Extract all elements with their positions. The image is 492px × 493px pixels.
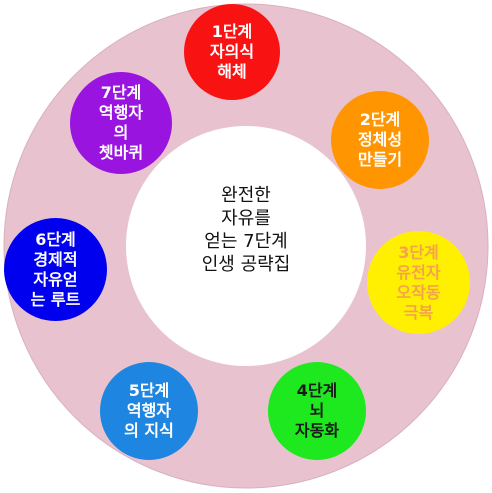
step-3-circle: 3단계 유전자 오작동 극복 — [367, 231, 470, 334]
step-label: 2단계 — [359, 110, 401, 129]
step-label: 극복 — [403, 302, 434, 322]
step-label: 4단계 — [296, 381, 338, 400]
step-label: 만들기 — [357, 150, 403, 169]
center-title-line: 얻는 7단계 — [204, 231, 288, 252]
step-label: 역행자 — [126, 401, 172, 420]
step-label: 는 루트 — [30, 289, 81, 309]
step-5-circle: 5단계 역행자 의 지식 — [100, 362, 198, 460]
step-label: 쳇바퀴 — [98, 143, 144, 162]
step-label: 뇌 — [309, 401, 325, 420]
step-label: 의 지식 — [124, 421, 174, 440]
step-4-circle: 4단계 뇌 자동화 — [268, 362, 366, 460]
step-label: 경제적 — [33, 249, 78, 269]
step-label: 6단계 — [35, 229, 76, 249]
step-label: 7단계 — [100, 83, 142, 102]
step-7-circle: 7단계 역행자 의 쳇바퀴 — [70, 72, 172, 174]
step-label: 해체 — [217, 62, 247, 81]
step-label: 5단계 — [128, 381, 170, 400]
inner-circle — [126, 126, 366, 366]
center-title: 완전한 자유를 얻는 7단계 인생 공략집 — [176, 184, 316, 276]
step-label: 자유얻 — [33, 269, 78, 289]
center-title-line: 완전한 — [221, 185, 271, 206]
step-label: 유전자 — [396, 262, 441, 282]
step-1-circle: 1단계 자의식 해체 — [184, 4, 280, 100]
step-label: 자의식 — [209, 42, 255, 61]
step-label: 오작동 — [396, 282, 441, 302]
step-label: 의 — [113, 123, 129, 142]
step-label: 1단계 — [211, 22, 253, 41]
center-title-line: 자유를 — [221, 208, 271, 229]
step-2-circle: 2단계 정체성 만들기 — [331, 91, 429, 189]
step-label: 3단계 — [398, 242, 439, 262]
step-label: 자동화 — [294, 421, 340, 440]
step-label: 역행자 — [98, 103, 144, 122]
step-6-circle: 6단계 경제적 자유얻 는 루트 — [4, 218, 107, 321]
center-title-line: 인생 공략집 — [201, 254, 291, 275]
step-label: 정체성 — [357, 130, 403, 149]
